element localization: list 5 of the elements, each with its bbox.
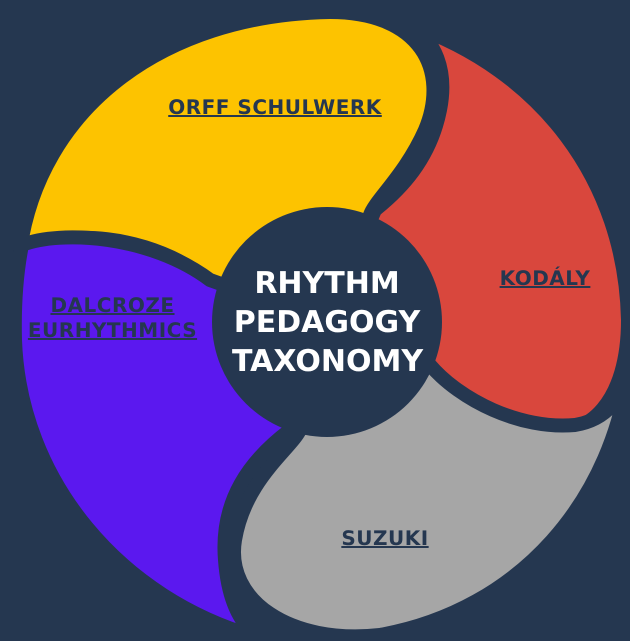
method-label: ORFF SCHULWERK xyxy=(130,95,420,120)
center-title: RHYTHM PEDAGOGY TAXONOMY xyxy=(232,264,422,380)
method-label: SUZUKI xyxy=(310,526,460,551)
method-label: KODÁLY xyxy=(470,266,620,291)
method-label: DALCROZE EURHYTHMICS xyxy=(10,293,215,343)
